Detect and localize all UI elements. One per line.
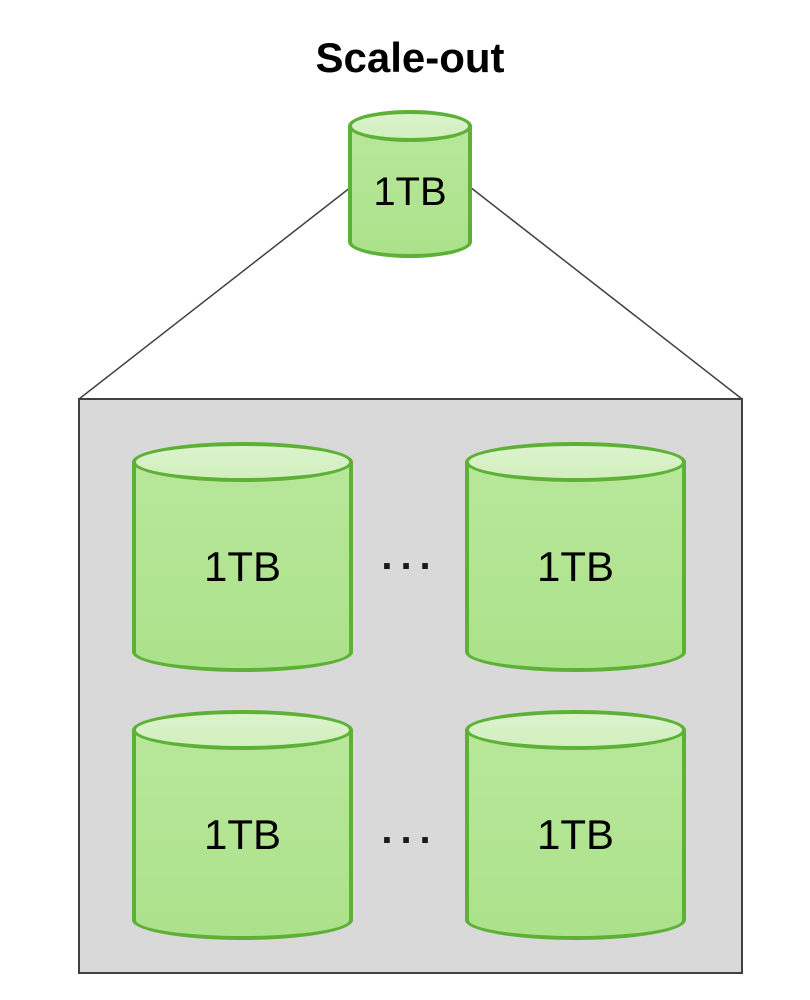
cylinder-top-ellipse bbox=[348, 110, 472, 142]
cylinder-body bbox=[132, 462, 353, 672]
cylinder-top-ellipse bbox=[132, 710, 353, 750]
ellipsis-row-1: ... bbox=[381, 534, 439, 578]
source-database-cylinder: 1TB bbox=[348, 110, 472, 258]
cylinder-body bbox=[465, 462, 686, 672]
ellipsis-row-2: ... bbox=[381, 808, 439, 852]
connector-line-left bbox=[78, 186, 352, 400]
cylinder-body bbox=[348, 126, 472, 258]
cylinder-body bbox=[465, 730, 686, 940]
cluster-cylinder-row1-left: 1TB bbox=[132, 442, 353, 672]
capacity-label: 1TB bbox=[373, 169, 447, 214]
diagram-title: Scale-out bbox=[315, 34, 505, 81]
cluster-cylinder-row1-right: 1TB bbox=[465, 442, 686, 672]
cylinder-top-ellipse bbox=[132, 442, 353, 482]
cluster-cylinder-row2-left: 1TB bbox=[132, 710, 353, 940]
cylinder-body bbox=[132, 730, 353, 940]
capacity-label: 1TB bbox=[536, 543, 615, 590]
cluster-cylinder-row2-right: 1TB bbox=[465, 710, 686, 940]
capacity-label: 1TB bbox=[203, 543, 282, 590]
connector-line-right bbox=[469, 186, 743, 400]
capacity-label: 1TB bbox=[203, 811, 282, 858]
cylinder-top-ellipse bbox=[465, 442, 686, 482]
cylinder-top-ellipse bbox=[465, 710, 686, 750]
capacity-label: 1TB bbox=[536, 811, 615, 858]
